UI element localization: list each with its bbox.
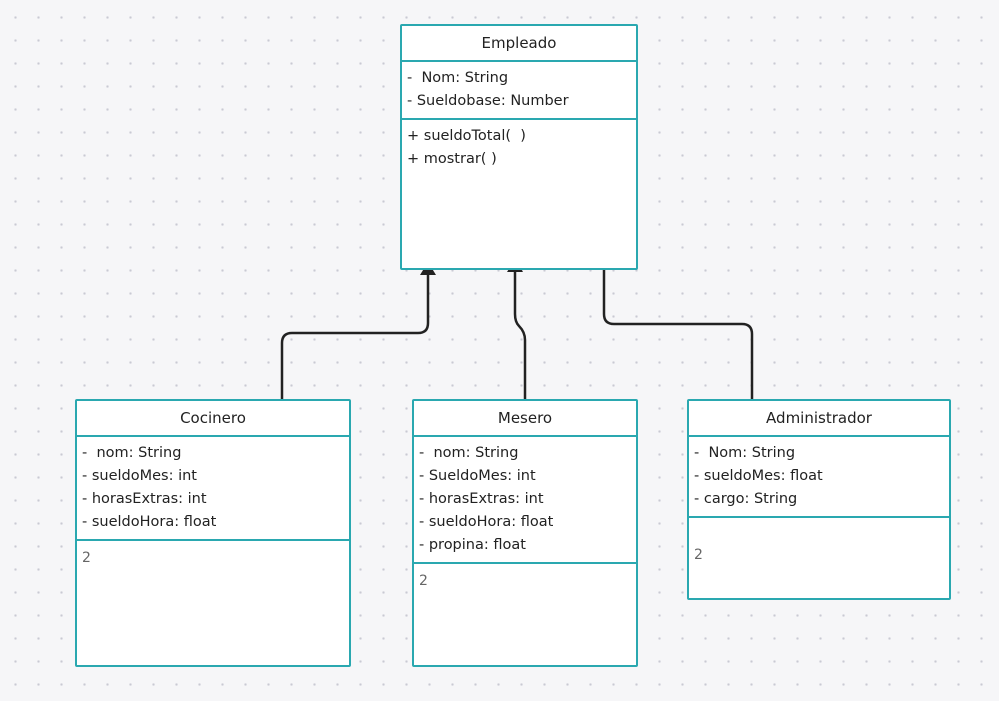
attribute: - Nom: String	[407, 70, 509, 86]
class-empleado[interactable]: Empleado - Nom: String - Sueldobase: Num…	[400, 24, 638, 270]
class-cocinero-methods: 2	[82, 550, 91, 566]
attribute: - Nom: String	[694, 445, 796, 461]
attribute: - propina: float	[419, 537, 526, 553]
attribute: - nom: String	[82, 445, 182, 461]
class-empleado-name: Empleado	[402, 26, 636, 62]
method: + sueldoTotal( )	[407, 128, 526, 144]
attribute: - cargo: String	[694, 491, 798, 507]
class-mesero-methods: 2	[419, 573, 428, 589]
attribute: - nom: String	[419, 445, 519, 461]
attribute: - sueldoMes: int	[82, 468, 197, 484]
class-cocinero-name: Cocinero	[77, 401, 349, 437]
attribute: - horasExtras: int	[419, 491, 544, 507]
attribute: - sueldoHora: float	[419, 514, 554, 530]
class-mesero[interactable]: Mesero - nom: String - SueldoMes: int - …	[412, 399, 638, 667]
attribute: - horasExtras: int	[82, 491, 207, 507]
attribute: - sueldoMes: float	[694, 468, 823, 484]
class-administrador-methods: 2	[694, 547, 703, 563]
attribute: - Sueldobase: Number	[407, 93, 569, 109]
class-administrador[interactable]: Administrador - Nom: String - sueldoMes:…	[687, 399, 951, 600]
class-administrador-name: Administrador	[689, 401, 949, 437]
connector-cocinero-empleado[interactable]	[280, 275, 430, 399]
attribute: - SueldoMes: int	[419, 468, 536, 484]
class-administrador-attributes: - Nom: String - sueldoMes: float - cargo…	[689, 437, 949, 518]
connector-mesero-empleado[interactable]	[513, 272, 527, 399]
class-mesero-name: Mesero	[414, 401, 636, 437]
class-mesero-attributes: - nom: String - SueldoMes: int - horasEx…	[414, 437, 636, 564]
method: + mostrar( )	[407, 151, 497, 167]
connector-administrador-empleado[interactable]	[602, 264, 754, 399]
class-empleado-attributes: - Nom: String - Sueldobase: Number	[402, 62, 636, 120]
class-empleado-methods: + sueldoTotal( ) + mostrar( )	[402, 120, 636, 176]
class-cocinero[interactable]: Cocinero - nom: String - sueldoMes: int …	[75, 399, 351, 667]
class-cocinero-attributes: - nom: String - sueldoMes: int - horasEx…	[77, 437, 349, 541]
attribute: - sueldoHora: float	[82, 514, 217, 530]
